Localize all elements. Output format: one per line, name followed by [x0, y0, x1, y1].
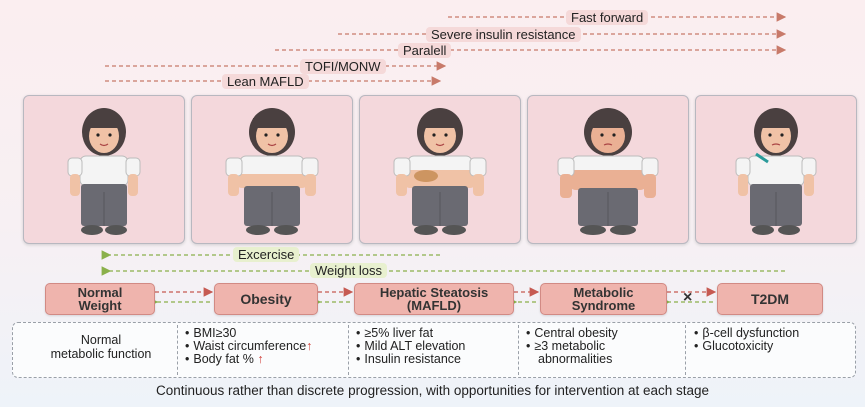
- stage-steatosis-line1: Hepatic Steatosis: [379, 285, 489, 300]
- detail-insulin-resistance: Insulin resistance: [364, 352, 461, 366]
- figure-obesity-icon: [225, 108, 319, 235]
- bullet: •: [526, 326, 531, 340]
- detail-normal-1: Normal: [80, 333, 122, 347]
- stage-metabolic-line1: Metabolic: [573, 285, 634, 300]
- detail-metabolic-abn-2: abnormalities: [538, 352, 613, 366]
- detail-alt: Mild ALT elevation: [364, 339, 466, 353]
- label-weight-loss: Weight loss: [310, 263, 387, 278]
- stage-metabolic-line2: Syndrome: [571, 298, 636, 313]
- figure-steatosis-icon: [393, 108, 487, 235]
- bullet: •: [185, 339, 190, 353]
- bullet: •: [694, 326, 699, 340]
- detail-beta-cell: β-cell dysfunction: [702, 326, 800, 340]
- label-lean-mafld: Lean MAFLD: [222, 74, 309, 89]
- blocked-x-icon: ×: [683, 289, 693, 306]
- detail-central-obesity: Central obesity: [534, 326, 618, 340]
- detail-body-fat: Body fat %: [193, 352, 254, 366]
- detail-metabolic-abn-1: ≥3 metabolic: [534, 339, 606, 353]
- figure-t2dm-icon: [735, 108, 817, 235]
- bullet: •: [694, 339, 699, 353]
- stage-steatosis-line2: (MAFLD): [406, 298, 462, 313]
- stage-t2dm: T2DM: [717, 283, 823, 315]
- detail-waist: Waist circumference: [193, 339, 307, 353]
- detail-bmi: BMI≥30: [193, 326, 237, 340]
- bullet: •: [356, 352, 361, 366]
- figure-normal-icon: [67, 108, 141, 235]
- details-t2dm: •β-cell dysfunction •Glucotoxicity: [694, 327, 799, 353]
- bullet: •: [356, 326, 361, 340]
- detail-normal-2: metabolic function: [50, 347, 152, 361]
- label-paralell: Paralell: [398, 43, 452, 58]
- up-arrow-icon: ↑: [306, 339, 313, 353]
- detail-glucotoxicity: Glucotoxicity: [702, 339, 774, 353]
- bullet: •: [185, 352, 190, 366]
- details-normal: Normal metabolic function: [31, 333, 171, 361]
- panel-metabolic-syndrome: [527, 95, 689, 244]
- stage-details-table: Normal metabolic function •BMI≥30 •Waist…: [12, 322, 856, 378]
- stage-obesity-line1: Obesity: [240, 291, 292, 307]
- stage-t2dm-line1: T2DM: [750, 291, 790, 307]
- up-arrow-icon: ↑: [257, 352, 264, 366]
- stage-normal-line1: Normal: [77, 285, 123, 300]
- label-exercise: Excercise: [233, 247, 300, 262]
- panel-hepatic-steatosis: [359, 95, 521, 244]
- figure-metabolic-icon: [557, 108, 659, 235]
- bullet: •: [526, 339, 531, 353]
- details-metabolic: •Central obesity •≥3 metabolic abnormali…: [526, 327, 618, 366]
- stage-normal-line2: Weight: [78, 298, 122, 313]
- stage-hepatic-steatosis: Hepatic Steatosis(MAFLD): [354, 283, 514, 315]
- label-severe-insulin-resistance: Severe insulin resistance: [426, 27, 581, 42]
- bullet: •: [356, 339, 361, 353]
- panel-t2dm: [695, 95, 857, 244]
- label-fast-forward: Fast forward: [566, 10, 649, 25]
- details-obesity: •BMI≥30 •Waist circumference↑ •Body fat …: [185, 327, 312, 366]
- label-tofi-monw: TOFI/MONW: [300, 59, 386, 74]
- panel-normal-weight: [23, 95, 185, 244]
- detail-liver-fat: ≥5% liver fat: [364, 326, 434, 340]
- bullet: •: [185, 326, 190, 340]
- stage-obesity: Obesity: [214, 283, 318, 315]
- panel-obesity: [191, 95, 353, 244]
- caption: Continuous rather than discrete progress…: [155, 383, 710, 398]
- details-steatosis: •≥5% liver fat •Mild ALT elevation •Insu…: [356, 327, 465, 366]
